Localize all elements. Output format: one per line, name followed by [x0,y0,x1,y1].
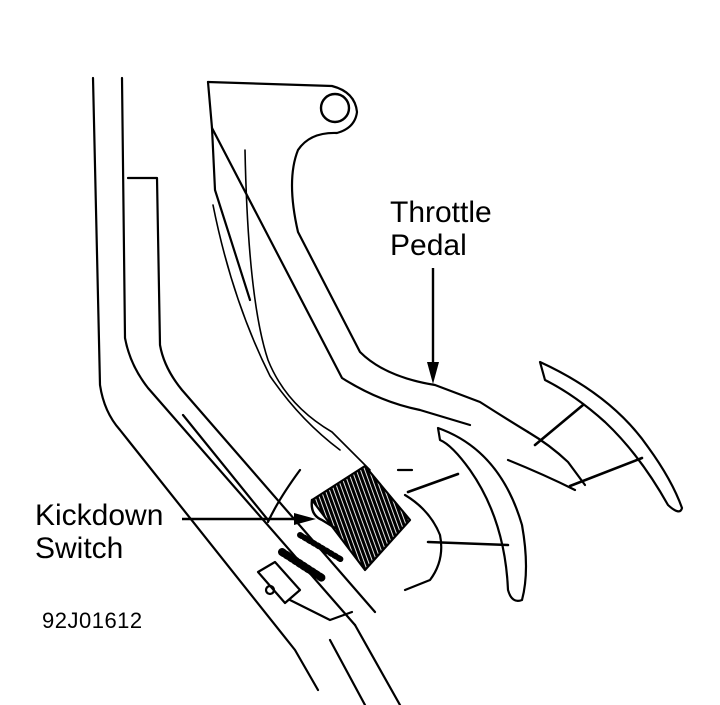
figure-id: 92J01612 [42,608,143,633]
throttle-pedal-label-line2: Pedal [390,229,467,262]
kickdown-switch [256,464,412,622]
kickdown-switch-leader [182,513,316,525]
mounting-bracket [91,76,402,705]
kickdown-contact-pad [396,426,528,602]
kickdown-switch-label-line1: Kickdown [35,499,164,532]
pedal-arm [206,80,530,471]
throttle-pedal-pad [506,360,684,513]
kickdown-switch-label-line2: Switch [35,532,124,565]
throttle-pedal-leader [427,268,439,384]
throttle-pedal-label-line1: Throttle [390,196,492,229]
